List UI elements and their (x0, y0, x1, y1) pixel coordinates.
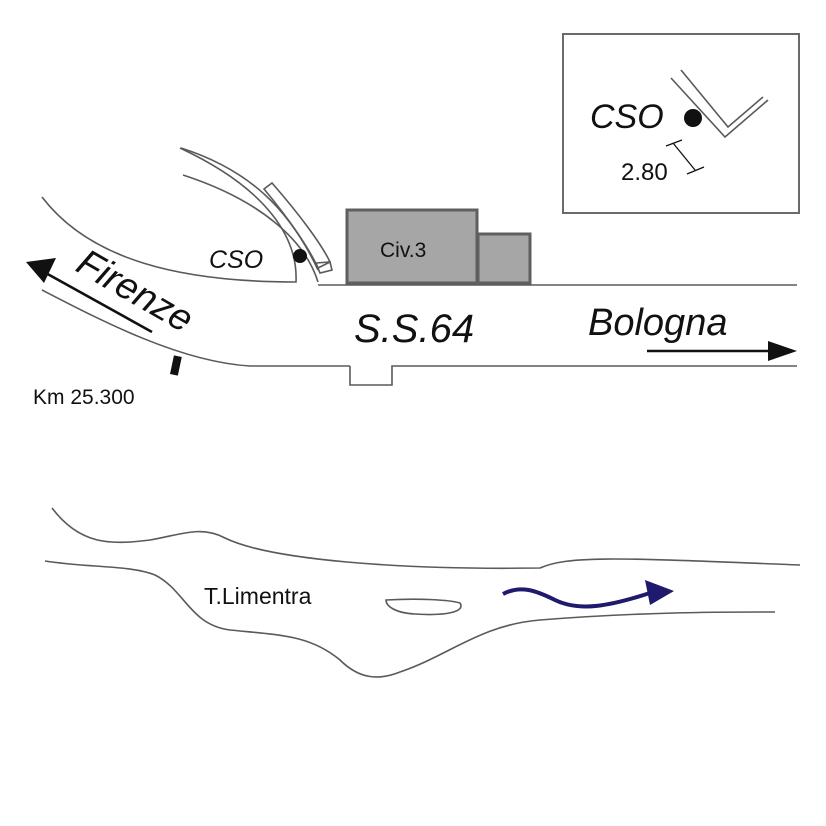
river-bank-south (44, 560, 776, 678)
inset-dimension-line (672, 142, 696, 171)
km-label: Km 25.300 (33, 386, 135, 409)
river-label: T.Limentra (204, 583, 312, 609)
inset-dimension-tick-1 (665, 139, 683, 147)
building-label: Civ.3 (380, 239, 426, 262)
bologna-label: Bologna (588, 302, 727, 344)
inset-cso-label: CSO (590, 98, 664, 136)
road-south-edge-left (41, 289, 350, 367)
firenze-label: Firenze (70, 241, 201, 341)
side-road-inner (41, 147, 297, 283)
cso-point (293, 249, 307, 263)
cso-label: CSO (209, 246, 263, 274)
firenze-arrow-head (26, 258, 56, 283)
inset-distance-label: 2.80 (621, 159, 668, 186)
road-south-edge (349, 365, 797, 386)
river-bank-north (51, 507, 801, 570)
inset-cso-point (684, 109, 702, 127)
inset-channel-outer (670, 77, 769, 139)
building-civ3 (345, 208, 479, 285)
inset-channel-inner (680, 69, 764, 129)
inset-detail: CSO 2.80 (562, 33, 800, 214)
flow-arrow-head (645, 580, 674, 605)
flow-direction-arrow (502, 587, 651, 609)
inset-dimension-tick-2 (686, 166, 705, 175)
drain-outlet (314, 261, 333, 274)
bologna-arrow-head (768, 341, 797, 361)
km-marker (170, 355, 182, 376)
road-label: S.S.64 (354, 307, 474, 351)
side-road-edge (182, 174, 319, 283)
firenze-arrow-shaft (43, 270, 153, 334)
building-annex (476, 232, 532, 285)
inset-frame (562, 33, 800, 214)
river-island (385, 598, 462, 616)
